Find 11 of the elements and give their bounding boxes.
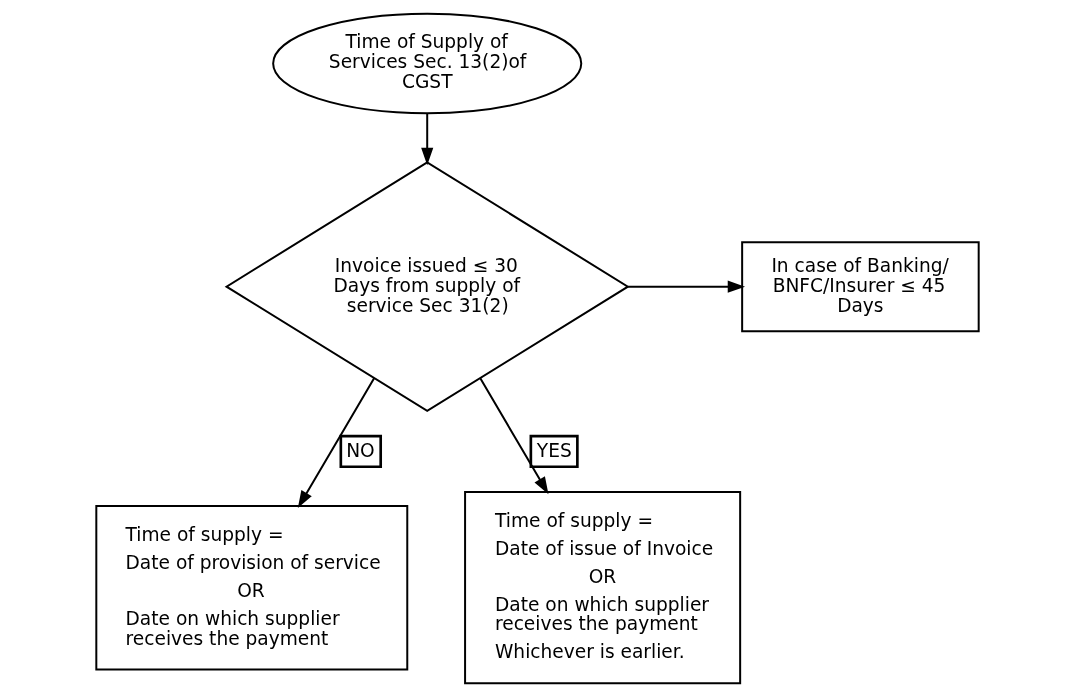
node-box: In case of Banking/ BNFC/Insurer ≤ 45 Days (741, 241, 980, 333)
arrow (421, 112, 434, 166)
arrow (479, 377, 549, 495)
arrow (627, 280, 745, 293)
edge-label: NO (346, 440, 375, 462)
node-ellipse: Time of Supply of Services Sec. 13(2)of CGST (272, 12, 583, 115)
node-box: Time of supply = Date of provision of service OR Date on which supplier receives the payment (95, 504, 409, 671)
arrow (297, 377, 376, 509)
edge-label: YES (536, 440, 572, 462)
node-diamond: Invoice issued ≤ 30 Days from supply of service Sec 31(2) (224, 161, 630, 413)
node-box: Time of supply = Date of issue of Invoice OR Date on which supplier receives the payment Whichever is earlier. (464, 491, 742, 685)
